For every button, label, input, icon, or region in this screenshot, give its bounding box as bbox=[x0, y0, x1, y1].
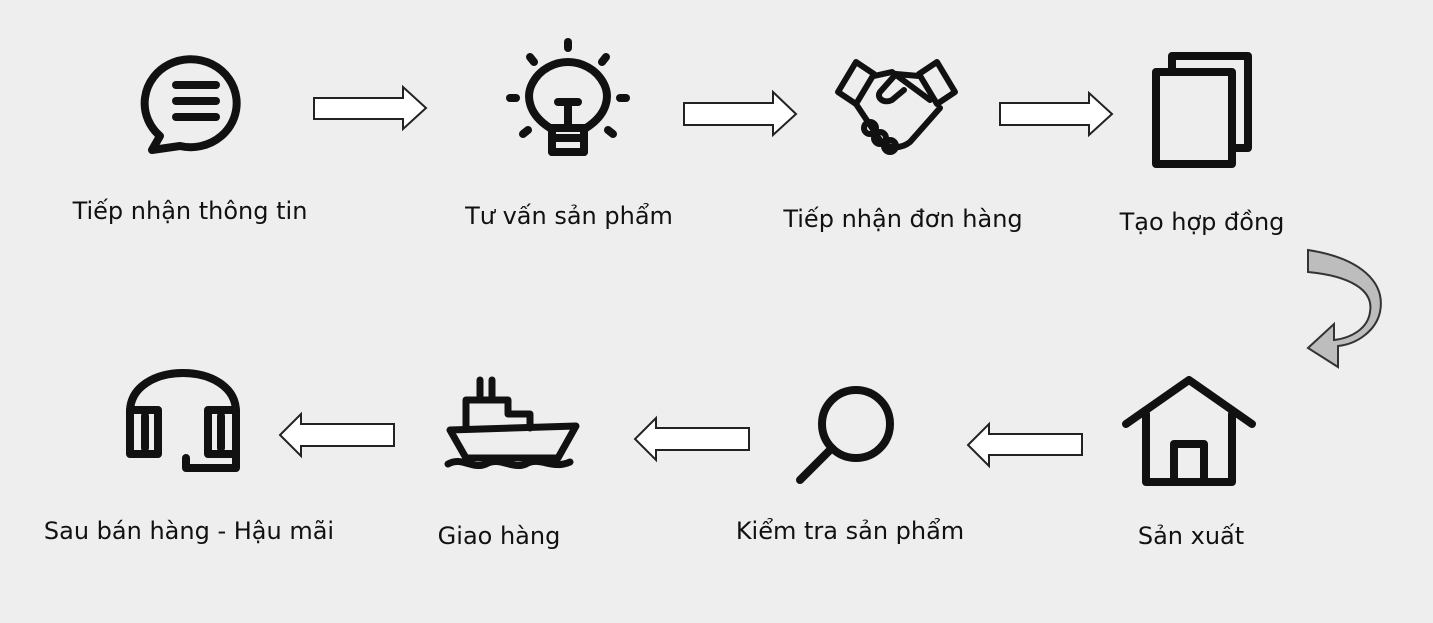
curved-turn-arrow bbox=[1306, 248, 1382, 369]
chat-bubble-icon bbox=[140, 55, 241, 154]
step-label-2: Tư vấn sản phẩm bbox=[464, 202, 673, 230]
step-label-3: Tiếp nhận đơn hàng bbox=[782, 205, 1022, 233]
arrow-right-3 bbox=[999, 90, 1114, 138]
arrow-left-3 bbox=[278, 411, 395, 459]
step-label-6: Kiểm tra sản phẩm bbox=[736, 517, 964, 545]
arrow-right-2 bbox=[683, 89, 798, 138]
step-label-1: Tiếp nhận thông tin bbox=[72, 197, 308, 225]
magnifier-icon bbox=[796, 386, 894, 484]
handshake-icon bbox=[835, 59, 958, 155]
arrow-right-1 bbox=[313, 84, 428, 132]
step-label-7: Giao hàng bbox=[438, 522, 561, 550]
arrow-left-1 bbox=[966, 421, 1083, 469]
lightbulb-icon bbox=[506, 38, 630, 156]
documents-icon bbox=[1152, 52, 1252, 168]
house-icon bbox=[1122, 376, 1256, 486]
headset-icon bbox=[126, 369, 240, 472]
arrow-left-2 bbox=[633, 415, 750, 463]
ship-icon bbox=[444, 376, 580, 469]
step-label-4: Tạo hợp đồng bbox=[1119, 208, 1285, 236]
step-label-8: Sau bán hàng - Hậu mãi bbox=[44, 517, 334, 545]
step-label-5: Sản xuất bbox=[1138, 522, 1244, 550]
